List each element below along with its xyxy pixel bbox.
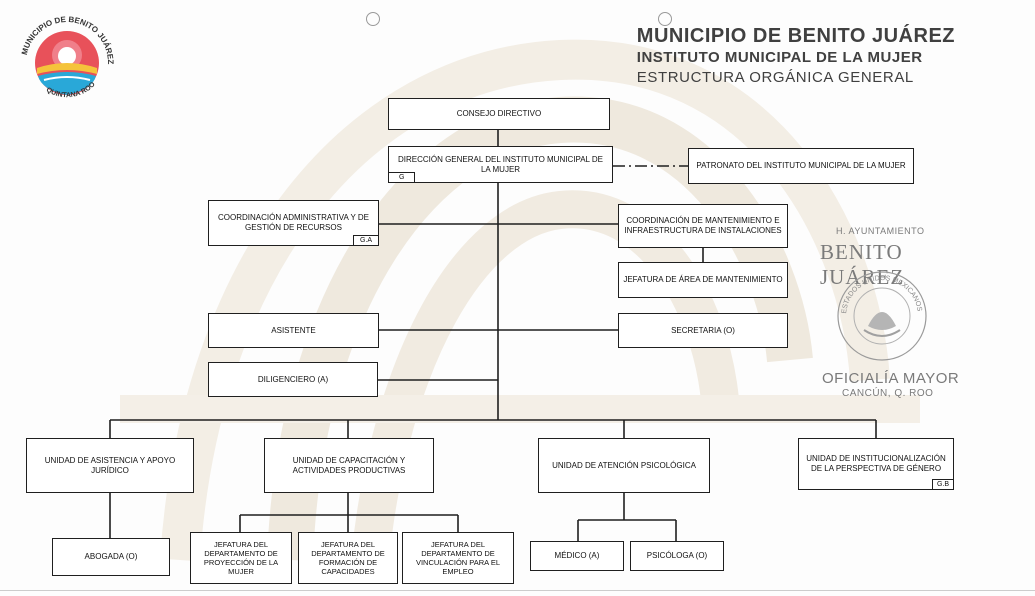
box-unidad-capacitacion: UNIDAD DE CAPACITACIÓN Y ACTIVIDADES PRO… bbox=[264, 438, 434, 493]
punch-hole bbox=[366, 12, 380, 26]
seal-cancun: CANCÚN, Q. ROO bbox=[842, 388, 934, 399]
box-label: JEFATURA DEL DEPARTAMENTO DE VINCULACIÓN… bbox=[415, 540, 501, 576]
page-edge bbox=[0, 590, 1035, 591]
box-label: SECRETARIA (O) bbox=[671, 325, 735, 335]
box-label: UNIDAD DE ATENCIÓN PSICOLÓGICA bbox=[552, 460, 696, 470]
box-label: PATRONATO DEL INSTITUTO MUNICIPAL DE LA … bbox=[696, 161, 906, 170]
box-psicologa: PSICÓLOGA (O) bbox=[630, 541, 724, 571]
document-header: MUNICIPIO DE BENITO JUÁREZ INSTITUTO MUN… bbox=[637, 24, 955, 88]
box-jefatura-mantenimiento: JEFATURA DE ÁREA DE MANTENIMIENTO bbox=[618, 262, 788, 298]
box-coordinacion-mantenimiento: COORDINACIÓN DE MANTENIMIENTO E INFRAEST… bbox=[618, 204, 788, 248]
punch-hole bbox=[658, 12, 672, 26]
seal-ayuntamiento: H. AYUNTAMIENTO bbox=[836, 226, 925, 236]
box-patronato: PATRONATO DEL INSTITUTO MUNICIPAL DE LA … bbox=[688, 148, 914, 184]
box-label: ABOGADA (O) bbox=[84, 552, 138, 561]
box-label: DIRECCIÓN GENERAL DEL INSTITUTO MUNICIPA… bbox=[397, 154, 604, 174]
box-tag: G bbox=[388, 172, 416, 183]
box-label: ASISTENTE bbox=[271, 325, 316, 335]
box-abogada: ABOGADA (O) bbox=[52, 538, 170, 576]
official-seal: H. AYUNTAMIENTO BENITO JUÁREZ ESTADOS UN… bbox=[790, 220, 970, 420]
box-jefatura-vinculacion: JEFATURA DEL DEPARTAMENTO DE VINCULACIÓN… bbox=[402, 532, 514, 584]
box-jefatura-proyeccion: JEFATURA DEL DEPARTAMENTO DE PROYECCIÓN … bbox=[190, 532, 292, 584]
box-label: COORDINACIÓN DE MANTENIMIENTO E INFRAEST… bbox=[624, 216, 782, 235]
header-estructura: ESTRUCTURA ORGÁNICA GENERAL bbox=[636, 69, 914, 86]
box-label: DILIGENCIERO (A) bbox=[257, 374, 329, 384]
seal-emblem: ESTADOS UNIDOS MEXICANOS bbox=[837, 271, 927, 361]
box-secretaria: SECRETARIA (O) bbox=[618, 313, 788, 348]
box-label: UNIDAD DE CAPACITACIÓN Y ACTIVIDADES PRO… bbox=[292, 455, 406, 475]
box-label: UNIDAD DE ASISTENCIA Y APOYO JURÍDICO bbox=[44, 455, 176, 475]
box-label: JEFATURA DE ÁREA DE MANTENIMIENTO bbox=[623, 275, 783, 284]
header-municipio: MUNICIPIO DE BENITO JUÁREZ bbox=[636, 25, 955, 47]
box-diligenciero: DILIGENCIERO (A) bbox=[208, 362, 378, 397]
box-unidad-juridico: UNIDAD DE ASISTENCIA Y APOYO JURÍDICO bbox=[26, 438, 194, 493]
box-label: JEFATURA DEL DEPARTAMENTO DE FORMACIÓN D… bbox=[311, 540, 385, 576]
box-label: CONSEJO DIRECTIVO bbox=[456, 109, 542, 118]
box-label: COORDINACIÓN ADMINISTRATIVA Y DE GESTIÓN… bbox=[218, 213, 369, 232]
box-unidad-genero: UNIDAD DE INSTITUCIONALIZACIÓN DE LA PER… bbox=[798, 438, 954, 490]
box-tag: G.B bbox=[931, 479, 954, 490]
box-label: PSICÓLOGA (O) bbox=[646, 551, 708, 560]
box-tag: G.A bbox=[352, 235, 379, 246]
seal-ring-text: ESTADOS UNIDOS MEXICANOS bbox=[841, 275, 923, 314]
box-consejo-directivo: CONSEJO DIRECTIVO bbox=[388, 98, 610, 130]
box-jefatura-formacion: JEFATURA DEL DEPARTAMENTO DE FORMACIÓN D… bbox=[298, 532, 398, 584]
box-medico: MÉDICO (A) bbox=[530, 541, 624, 571]
box-label: JEFATURA DEL DEPARTAMENTO DE PROYECCIÓN … bbox=[203, 540, 279, 576]
municipio-logo: MUNICIPIO DE BENITO JUÁREZ QUINTANA ROO bbox=[20, 15, 115, 99]
seal-oficialia-mayor: OFICIALÍA MAYOR bbox=[822, 370, 960, 387]
box-label: MÉDICO (A) bbox=[554, 551, 600, 560]
box-unidad-psicologica: UNIDAD DE ATENCIÓN PSICOLÓGICA bbox=[538, 438, 710, 493]
svg-text:ESTADOS UNIDOS MEXICANOS: ESTADOS UNIDOS MEXICANOS bbox=[841, 275, 923, 314]
box-label: UNIDAD DE INSTITUCIONALIZACIÓN DE LA PER… bbox=[806, 454, 946, 473]
box-asistente: ASISTENTE bbox=[208, 313, 379, 348]
box-direccion-general: DIRECCIÓN GENERAL DEL INSTITUTO MUNICIPA… bbox=[388, 146, 613, 183]
box-coordinacion-administrativa: COORDINACIÓN ADMINISTRATIVA Y DE GESTIÓN… bbox=[208, 200, 379, 246]
header-instituto: INSTITUTO MUNICIPAL DE LA MUJER bbox=[636, 49, 923, 66]
